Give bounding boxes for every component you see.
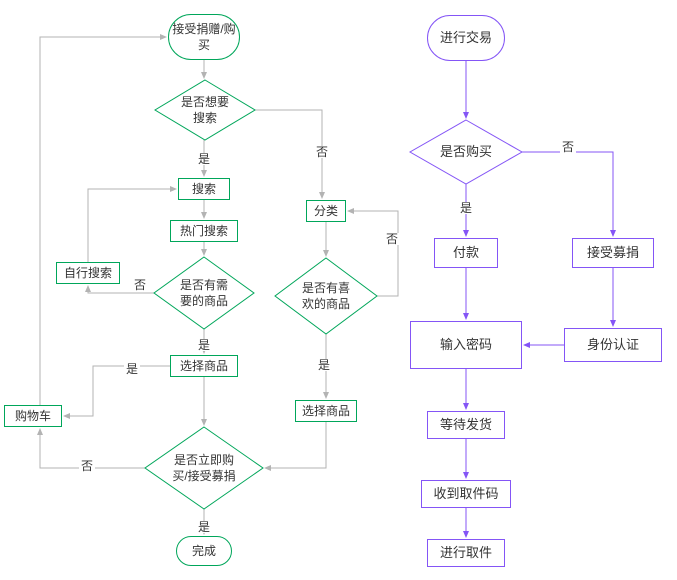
node-pay[interactable]: 付款 [434, 238, 498, 268]
node-label: 等待发货 [439, 417, 492, 433]
edge-label-yes: 是 [196, 338, 213, 352]
node-label: 付款 [452, 245, 479, 261]
edge-label-no: 否 [560, 140, 577, 154]
node-label: 是否有喜欢的商品 [301, 280, 350, 311]
edge-isbuy-donation [522, 151, 616, 237]
edge-label-yes: 是 [458, 201, 475, 215]
edge-wantsearch-category [255, 109, 325, 199]
node-need-product-decision[interactable]: 是否有需要的商品 [154, 257, 254, 329]
node-want-search-decision[interactable]: 是否想要搜索 [155, 80, 255, 140]
node-label: 搜索 [191, 181, 216, 196]
node-like-product-decision[interactable]: 是否有喜欢的商品 [275, 258, 377, 334]
node-label: 输入密码 [439, 337, 492, 353]
node-select-product[interactable]: 选择商品 [170, 355, 238, 377]
node-receive-code[interactable]: 收到取件码 [421, 480, 511, 508]
edge-cart-start [39, 34, 167, 405]
edge-likeproduct-category [347, 208, 399, 297]
node-label: 自行搜索 [63, 265, 112, 280]
edge-label-no: 否 [132, 278, 149, 292]
node-label: 进行交易 [439, 30, 492, 46]
node-is-buy-decision[interactable]: 是否购买 [410, 120, 522, 184]
edge-selectproduct2-buynow [264, 422, 327, 471]
node-label: 接受募捐 [586, 245, 639, 261]
node-label: 进行取件 [439, 545, 492, 561]
node-search[interactable]: 搜索 [178, 178, 230, 200]
node-wait-delivery[interactable]: 等待发货 [427, 411, 505, 439]
edge-label-no: 否 [314, 145, 331, 159]
edge-label-no: 否 [384, 232, 401, 246]
edge-label-no: 否 [79, 459, 96, 473]
edge-selectproduct-cart [63, 365, 170, 419]
edge-label-yes: 是 [196, 152, 213, 166]
node-select-product-2[interactable]: 选择商品 [295, 400, 357, 422]
edge-label-yes: 是 [196, 520, 213, 534]
node-label: 购物车 [14, 408, 51, 423]
edge-label-yes: 是 [124, 362, 141, 376]
node-self-search[interactable]: 自行搜索 [56, 262, 120, 284]
node-label: 是否想要搜索 [180, 94, 229, 125]
node-hot-search[interactable]: 热门搜索 [170, 220, 238, 242]
diamond-shape [154, 257, 254, 329]
node-label: 是否有需要的商品 [179, 277, 228, 308]
node-do-trade[interactable]: 进行交易 [427, 15, 505, 61]
node-identity-auth[interactable]: 身份认证 [564, 328, 662, 362]
edge-label-yes: 是 [316, 358, 333, 372]
node-label: 是否立即购买/接受募捐 [172, 452, 236, 483]
edge-buynow-cart [37, 428, 145, 469]
node-done[interactable]: 完成 [176, 536, 232, 566]
node-start-donate-buy[interactable]: 接受捐赠/购买 [168, 14, 240, 60]
node-label: 完成 [191, 543, 216, 558]
node-enter-password[interactable]: 输入密码 [410, 321, 522, 369]
edge-needproduct-selfsearch [85, 285, 154, 294]
node-label: 收到取件码 [433, 486, 499, 502]
node-pickup[interactable]: 进行取件 [427, 539, 505, 567]
node-cart[interactable]: 购物车 [4, 405, 62, 427]
node-label: 选择商品 [179, 358, 228, 373]
node-accept-donation[interactable]: 接受募捐 [572, 238, 654, 268]
node-label: 身份认证 [586, 337, 639, 353]
node-label: 接受捐赠/购买 [172, 21, 236, 52]
node-label: 热门搜索 [179, 223, 228, 238]
diamond-shape [275, 258, 377, 334]
node-category[interactable]: 分类 [306, 200, 346, 222]
node-buy-now-decision[interactable]: 是否立即购买/接受募捐 [145, 427, 263, 509]
edge-selfsearch-search [87, 186, 177, 262]
diamond-shape [155, 80, 255, 140]
diamond-shape [145, 427, 263, 509]
node-label: 是否购买 [439, 144, 492, 160]
diamond-shape [410, 120, 522, 184]
node-label: 选择商品 [301, 403, 350, 418]
node-label: 分类 [313, 203, 338, 218]
